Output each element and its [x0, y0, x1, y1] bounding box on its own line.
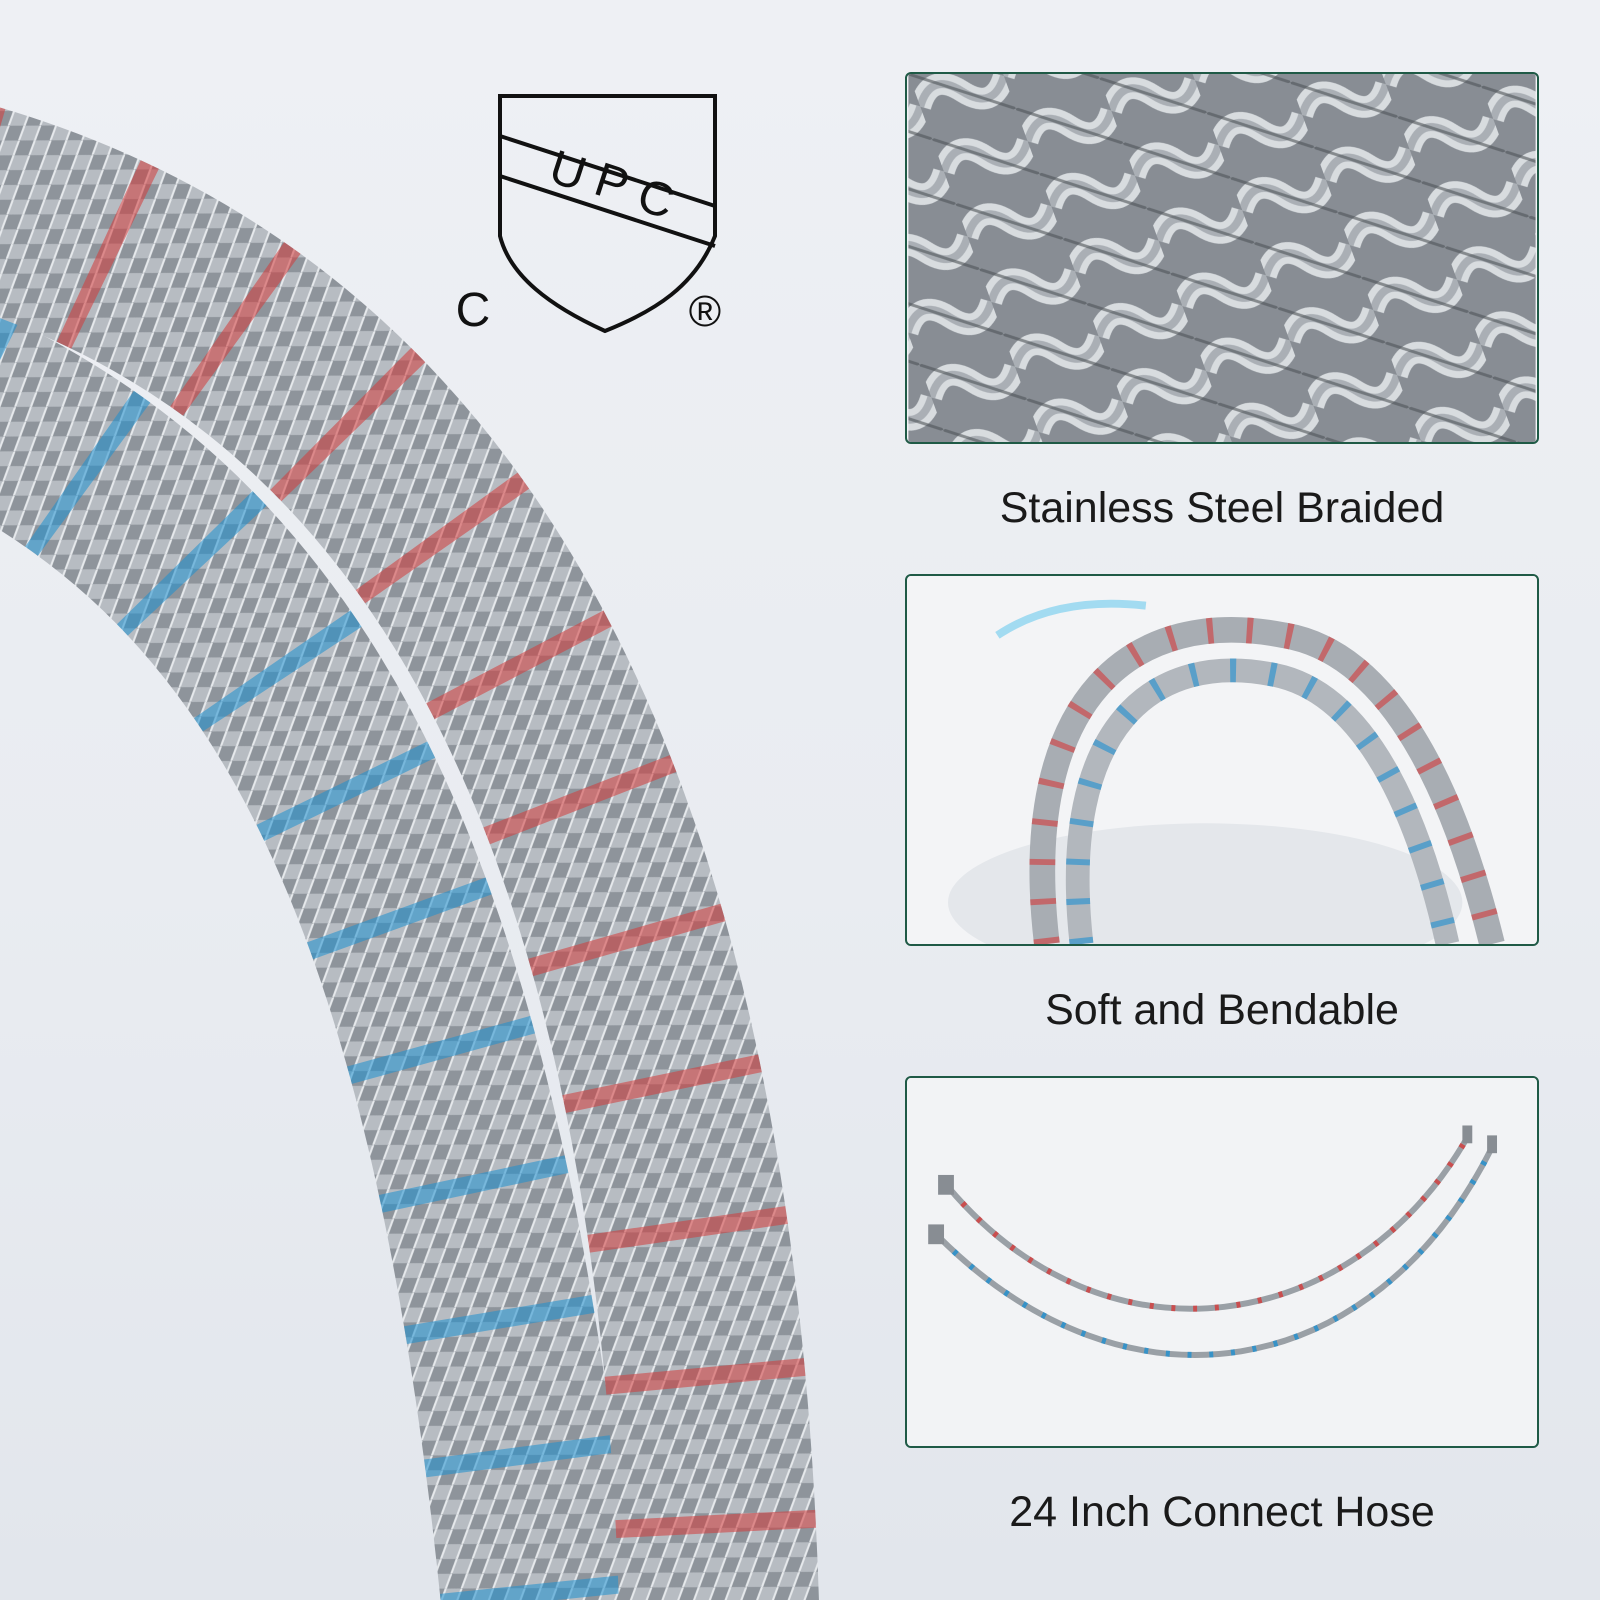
feature-caption-bendable: Soft and Bendable	[1045, 986, 1399, 1034]
two-hoses-image	[908, 1078, 1536, 1446]
feature-image-braided	[905, 72, 1539, 444]
braided-hoses-illustration	[0, 107, 819, 1600]
upc-letter-c: C	[631, 169, 680, 230]
hero-hose-image	[0, 107, 819, 1600]
cert-letter-c: C	[456, 284, 491, 337]
registered-mark: ®	[689, 287, 721, 336]
feature-caption-length: 24 Inch Connect Hose	[1009, 1488, 1435, 1536]
upc-letter-u: U	[543, 141, 592, 202]
feature-image-bendable	[905, 574, 1539, 946]
fitting-icon	[938, 1174, 954, 1195]
fitting-icon	[928, 1224, 945, 1245]
upc-letter-p: P	[588, 153, 635, 213]
feature-image-length	[905, 1076, 1539, 1448]
upc-shield-icon: U P C C ®	[456, 94, 721, 337]
fitting-icon	[1487, 1135, 1498, 1154]
braid-closeup-image	[908, 74, 1536, 442]
feature-caption-braided: Stainless Steel Braided	[999, 484, 1445, 532]
upc-certification-mark: U P C C ®	[455, 86, 735, 346]
fitting-icon	[1462, 1125, 1473, 1144]
bent-hose-image	[908, 576, 1536, 944]
